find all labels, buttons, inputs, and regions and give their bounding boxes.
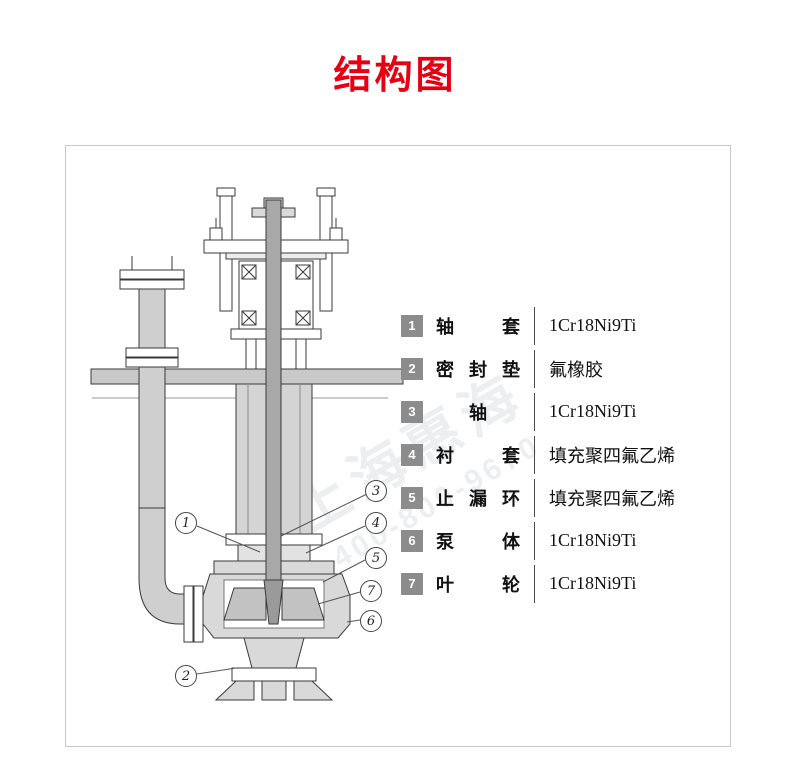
separator-line	[534, 349, 535, 388]
separator-line	[534, 435, 535, 474]
discharge-pipe	[119, 256, 204, 643]
part-name: 轴	[469, 402, 487, 423]
part-name: 止漏环	[436, 488, 520, 509]
impeller	[223, 587, 325, 621]
separator-line	[534, 521, 535, 560]
part-name: 叶轮	[436, 574, 520, 595]
part-number-badge: 2	[401, 357, 423, 380]
callout-4: 4	[365, 512, 387, 534]
part-material: 1Cr18Ni9Ti	[549, 573, 637, 593]
part-material: 填充聚四氟乙烯	[549, 445, 675, 466]
part-row: 5 止漏环 填充聚四氟乙烯	[401, 476, 721, 519]
diagram-frame: 上海惠海 400-800-9670	[65, 145, 731, 747]
part-row: 1 轴套 1Cr18Ni9Ti	[401, 304, 721, 347]
parts-list: 1 轴套 1Cr18Ni9Ti 2 密封垫 氟橡胶 3 轴 1Cr18Ni9Ti…	[401, 304, 721, 605]
separator-line	[534, 392, 535, 431]
part-row: 6 泵体 1Cr18Ni9Ti	[401, 519, 721, 562]
pump-cross-section-drawing	[90, 187, 404, 701]
part-material: 1Cr18Ni9Ti	[549, 401, 637, 421]
part-name: 衬套	[436, 445, 520, 466]
callout-5: 5	[365, 547, 387, 569]
separator-line	[534, 564, 535, 603]
callout-7: 7	[360, 580, 382, 602]
part-number-badge: 6	[401, 529, 423, 552]
part-number-badge: 5	[401, 486, 423, 509]
part-number-badge: 3	[401, 400, 423, 423]
part-row: 2 密封垫 氟橡胶	[401, 347, 721, 390]
part-row: 3 轴 1Cr18Ni9Ti	[401, 390, 721, 433]
part-name: 轴套	[436, 316, 520, 337]
separator-line	[534, 478, 535, 517]
callout-6: 6	[360, 610, 382, 632]
callout-2: 2	[175, 665, 197, 687]
part-row: 4 衬套 填充聚四氟乙烯	[401, 433, 721, 476]
callout-leader-lines	[196, 493, 368, 675]
page-title: 结构图	[333, 55, 457, 97]
part-name: 密封垫	[436, 359, 520, 380]
callout-1: 1	[175, 512, 197, 534]
part-material: 1Cr18Ni9Ti	[549, 530, 637, 550]
separator-line	[534, 306, 535, 345]
callout-3: 3	[365, 480, 387, 502]
part-name: 泵体	[436, 531, 520, 552]
part-material: 1Cr18Ni9Ti	[549, 315, 637, 335]
part-material: 氟橡胶	[549, 359, 603, 380]
part-number-badge: 7	[401, 572, 423, 595]
part-row: 7 叶轮 1Cr18Ni9Ti	[401, 562, 721, 605]
part-material: 填充聚四氟乙烯	[549, 488, 675, 509]
part-number-badge: 4	[401, 443, 423, 466]
pump-shaft	[263, 199, 284, 625]
part-number-badge: 1	[401, 314, 423, 337]
